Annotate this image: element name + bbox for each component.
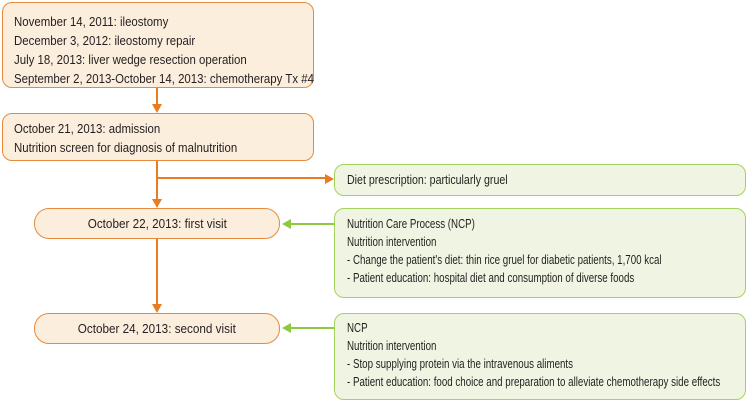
history-box-text: November 14, 2011: ileostomy December 3,… [14,12,314,88]
arrow-shaft [291,223,334,225]
first-visit-label: October 22, 2013: first visit [87,216,227,231]
history-line: September 2, 2013-October 14, 2013: chem… [14,71,314,86]
diet-prescription-box: Diet prescription: particularly gruel [334,164,746,196]
arrow-head-left-icon [282,219,291,229]
ncp-second-box: NCP Nutrition intervention - Stop supply… [334,313,746,400]
ncp-first-line: - Change the patient's diet: thin rice g… [347,253,662,267]
ncp-second-line: - Patient education: food choice and pre… [347,375,721,389]
ncp-first-box: Nutrition Care Process (NCP) Nutrition i… [334,208,746,298]
arrow-shaft [156,161,158,200]
ncp-second-line: Nutrition intervention [347,339,437,353]
arrow-head-right-icon [325,174,334,184]
arrow-shaft [156,239,158,305]
arrow-head-left-icon [282,323,291,333]
ncp-first-line: Nutrition Care Process (NCP) [347,217,475,231]
ncp-second-line: NCP [347,321,368,335]
admission-line: Nutrition screen for diagnosis of malnut… [14,140,238,155]
second-visit-box: October 24, 2013: second visit [34,313,280,344]
history-line: July 18, 2013: liver wedge resection ope… [14,52,247,67]
history-box: November 14, 2011: ileostomy December 3,… [2,2,314,88]
arrow-head-down-icon [152,104,162,113]
ncp-first-line: - Patient education: hospital diet and c… [347,271,635,285]
arrow-shaft [156,177,326,179]
ncp-first-box-text: Nutrition Care Process (NCP) Nutrition i… [347,215,733,287]
history-line: December 3, 2012: ileostomy repair [14,33,196,48]
arrow-shaft [291,327,334,329]
admission-box: October 21, 2013: admission Nutrition sc… [2,113,314,161]
arrow-head-down-icon [152,304,162,313]
ncp-second-line: - Stop supplying protein via the intrave… [347,357,574,371]
ncp-second-box-text: NCP Nutrition intervention - Stop supply… [347,319,733,391]
first-visit-box: October 22, 2013: first visit [34,208,280,239]
second-visit-label: October 24, 2013: second visit [77,321,237,336]
arrow-head-down-icon [152,199,162,208]
diet-prescription-label: Diet prescription: particularly gruel [347,173,508,187]
ncp-first-line: Nutrition intervention [347,235,437,249]
arrow-shaft [156,88,158,105]
history-line: November 14, 2011: ileostomy [14,14,169,29]
admission-line: October 21, 2013: admission [14,121,161,136]
admission-box-text: October 21, 2013: admission Nutrition sc… [14,119,302,157]
